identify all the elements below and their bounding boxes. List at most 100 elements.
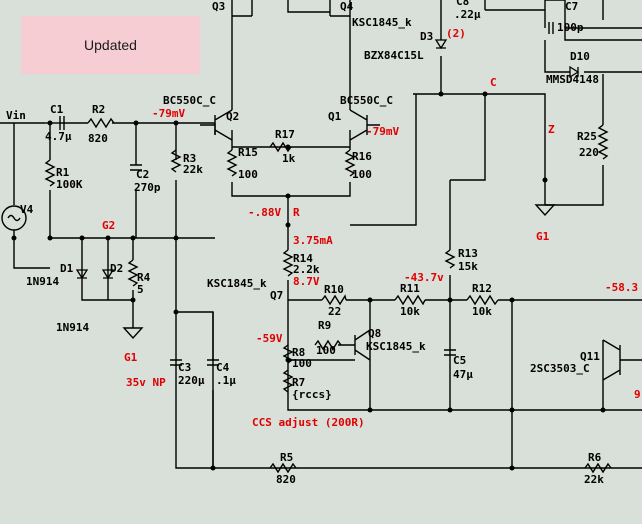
transistors xyxy=(200,109,642,381)
r17-symbol xyxy=(269,141,292,153)
label-node-c: C xyxy=(490,76,497,89)
q2-symbol xyxy=(200,109,233,141)
label-q11: Q11 xyxy=(580,350,600,363)
g1-ground-right xyxy=(534,204,556,217)
r2-symbol xyxy=(87,117,115,129)
label-r12-value: 10k xyxy=(472,305,492,318)
label-1n914-b: 1N914 xyxy=(56,321,89,334)
r3-symbol xyxy=(170,149,182,173)
label-c5: C5 xyxy=(453,354,466,367)
label-ksc-top: KSC1845_k xyxy=(352,16,412,29)
label-g1-right: G1 xyxy=(536,230,550,243)
label-r2: R2 xyxy=(92,103,105,116)
d1-symbol xyxy=(75,269,89,280)
label-c8-value: .22µ xyxy=(454,8,481,21)
label-r15-value: 100 xyxy=(238,168,258,181)
label-d3-note: (2) xyxy=(446,27,466,40)
label-r13: R13 xyxy=(458,247,478,260)
c4-symbol xyxy=(207,359,219,366)
r14-symbol xyxy=(282,249,294,277)
label-ksc-q7: KSC1845_k xyxy=(207,277,267,290)
label-c3: C3 xyxy=(178,361,191,374)
c3-symbol xyxy=(170,359,182,366)
label-bc-q1: BC550C_C xyxy=(340,94,393,107)
label-r4: R4 xyxy=(137,271,151,284)
label-node-z: Z xyxy=(548,123,555,136)
label-ccs-adjust: CCS adjust (200R) xyxy=(252,416,365,429)
label-c4: C4 xyxy=(216,361,230,374)
label-v4: V4 xyxy=(20,203,34,216)
label-v59: -59V xyxy=(256,332,283,345)
label-bzx: BZX84C15L xyxy=(364,49,424,62)
r4-symbol xyxy=(127,259,139,287)
c1-symbol xyxy=(59,116,65,130)
label-node-r: R xyxy=(293,206,300,219)
label-c5-value: 47µ xyxy=(453,368,473,381)
label-r11-value: 10k xyxy=(400,305,420,318)
label-c1-value: 4.7µ xyxy=(45,130,72,143)
diodes xyxy=(75,39,580,280)
label-g1-left: G1 xyxy=(124,351,138,364)
c2-symbol xyxy=(130,164,142,171)
label-r12: R12 xyxy=(472,282,492,295)
label-r1-value: 100K xyxy=(56,178,83,191)
d3-symbol xyxy=(434,39,448,50)
label-r9-value: 100 xyxy=(316,344,336,357)
junction-dots xyxy=(11,91,606,471)
r1-symbol xyxy=(44,159,56,187)
label-c2: C2 xyxy=(136,168,149,181)
label-r7-value: {rccs} xyxy=(292,388,332,401)
label-r10-value: 22 xyxy=(328,305,341,318)
label-q8: Q8 xyxy=(368,327,381,340)
r15-symbol xyxy=(226,149,238,177)
label-r2-value: 820 xyxy=(88,132,108,145)
label-q11-type: 2SC3503_C xyxy=(530,362,590,375)
q7-symbol xyxy=(287,290,300,315)
label-r17: R17 xyxy=(275,128,295,141)
label-g2: G2 xyxy=(102,219,115,232)
c5-symbol xyxy=(444,349,456,356)
label-r1: R1 xyxy=(56,166,70,179)
label-q7: Q7 xyxy=(270,289,283,302)
label-r11: R11 xyxy=(400,282,420,295)
label-bc-q2: BC550C_C xyxy=(163,94,216,107)
r6-symbol xyxy=(584,462,612,474)
label-v79-left: -79mV xyxy=(152,107,185,120)
label-d2: D2 xyxy=(110,262,123,275)
component-labels: Q3 Q4 KSC1845_k C8 .22µ C7 100p D3 (2) B… xyxy=(6,0,641,486)
label-ksc-q8: KSC1845_k xyxy=(366,340,426,353)
d2-symbol xyxy=(101,269,115,280)
label-current: 3.75mA xyxy=(293,234,333,247)
label-d1: D1 xyxy=(60,262,74,275)
label-r7: R7 xyxy=(292,376,305,389)
label-vin: Vin xyxy=(6,109,26,122)
label-r16-value: 100 xyxy=(352,168,372,181)
r12-symbol xyxy=(466,294,499,306)
label-r3-value: 22k xyxy=(183,163,203,176)
r9-symbol xyxy=(314,339,342,351)
label-c3-value: 220µ xyxy=(178,374,205,387)
d10-symbol xyxy=(569,65,580,79)
label-r6: R6 xyxy=(588,451,602,464)
label-q1: Q1 xyxy=(328,110,342,123)
label-r16: R16 xyxy=(352,150,372,163)
sticky-note-text: Updated xyxy=(84,37,137,53)
capacitors xyxy=(59,22,554,366)
label-r3: R3 xyxy=(183,152,196,165)
label-r25-value: 220 xyxy=(579,146,599,159)
r13-symbol xyxy=(444,249,456,269)
label-r10: R10 xyxy=(324,283,344,296)
label-v79-right: -79mV xyxy=(366,125,399,138)
label-r4-value: 5 xyxy=(137,283,144,296)
label-q4: Q4 xyxy=(340,0,354,13)
label-c7: C7 xyxy=(565,0,578,13)
label-r17-value: 1k xyxy=(282,152,296,165)
label-nine: 9 xyxy=(634,388,641,401)
label-r14-value: 2.2k xyxy=(293,263,320,276)
q8-symbol xyxy=(338,329,371,361)
r7-symbol xyxy=(282,369,294,393)
resistors xyxy=(44,117,612,474)
r11-symbol xyxy=(394,294,426,306)
label-d10: D10 xyxy=(570,50,590,63)
